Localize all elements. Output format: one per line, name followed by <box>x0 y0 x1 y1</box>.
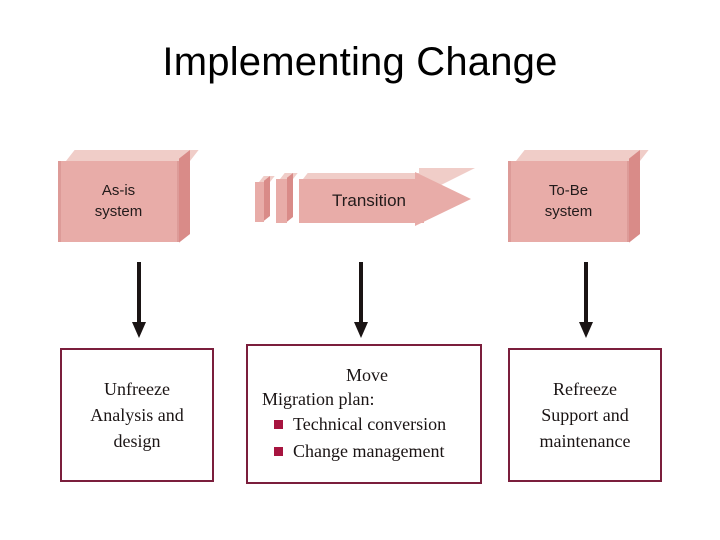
arrow-segment-2 <box>276 173 298 223</box>
bullet-square-icon <box>274 447 283 457</box>
segment-right-face <box>287 173 293 222</box>
arrow-shaft <box>299 173 429 223</box>
arrow-head <box>132 322 146 338</box>
segment-right-face <box>264 176 270 221</box>
arrow-head <box>579 322 593 338</box>
box-right-face <box>629 150 640 243</box>
move-subtitle: Migration plan: <box>262 389 375 409</box>
move-panel: Move Migration plan: Technical conversio… <box>246 344 482 484</box>
box-right-face <box>179 150 190 243</box>
as-is-system-label: As-is system <box>58 161 179 242</box>
down-arrow-icon-left <box>131 262 147 340</box>
bullet-square-icon <box>274 420 283 430</box>
transition-arrow: Transition <box>255 168 475 226</box>
move-bullet-2: Change management <box>293 441 445 462</box>
to-be-system-label: To-Be system <box>508 161 629 242</box>
transition-label: Transition <box>331 191 406 210</box>
box-front-face <box>58 161 179 242</box>
move-content: Move Migration plan: Technical conversio… <box>248 363 480 466</box>
to-be-system-box: To-Be system <box>508 150 649 243</box>
refreeze-text: Refreeze Support and maintenance <box>540 376 631 454</box>
as-is-system-box: As-is system <box>58 150 199 243</box>
down-arrow-icon-middle <box>353 262 369 340</box>
arrow-shaft <box>584 262 588 324</box>
list-item: Technical conversion <box>262 411 472 438</box>
segment-front-face <box>276 179 287 223</box>
refreeze-line-2: Support and <box>541 404 629 425</box>
arrow-segment-1 <box>255 176 275 222</box>
unfreeze-line-2: Analysis and <box>90 404 184 425</box>
to-be-line-2: system <box>544 202 593 220</box>
list-item: Change management <box>262 438 472 465</box>
down-arrow-icon-right <box>578 262 594 340</box>
box-front-face <box>508 161 629 242</box>
shaft-front-face <box>299 179 424 223</box>
move-title: Move <box>346 364 388 385</box>
as-is-line-2: system <box>94 202 143 220</box>
arrow-shaft <box>137 262 141 324</box>
unfreeze-text: Unfreeze Analysis and design <box>90 376 184 454</box>
unfreeze-title: Unfreeze <box>104 378 170 399</box>
refreeze-line-3: maintenance <box>539 431 631 452</box>
arrow-shaft <box>359 262 363 324</box>
arrow-head <box>354 322 368 338</box>
page-title: Implementing Change <box>162 40 558 84</box>
arrow-head-main <box>415 172 471 226</box>
unfreeze-line-3: design <box>113 431 161 452</box>
as-is-line-1: As-is <box>101 182 136 200</box>
unfreeze-panel: Unfreeze Analysis and design <box>60 348 214 482</box>
refreeze-title: Refreeze <box>553 378 617 399</box>
segment-front-face <box>255 182 264 222</box>
to-be-line-1: To-Be <box>548 182 589 200</box>
refreeze-panel: Refreeze Support and maintenance <box>508 348 662 482</box>
move-bullet-1: Technical conversion <box>293 414 447 435</box>
arrow-head-icon <box>415 168 477 226</box>
